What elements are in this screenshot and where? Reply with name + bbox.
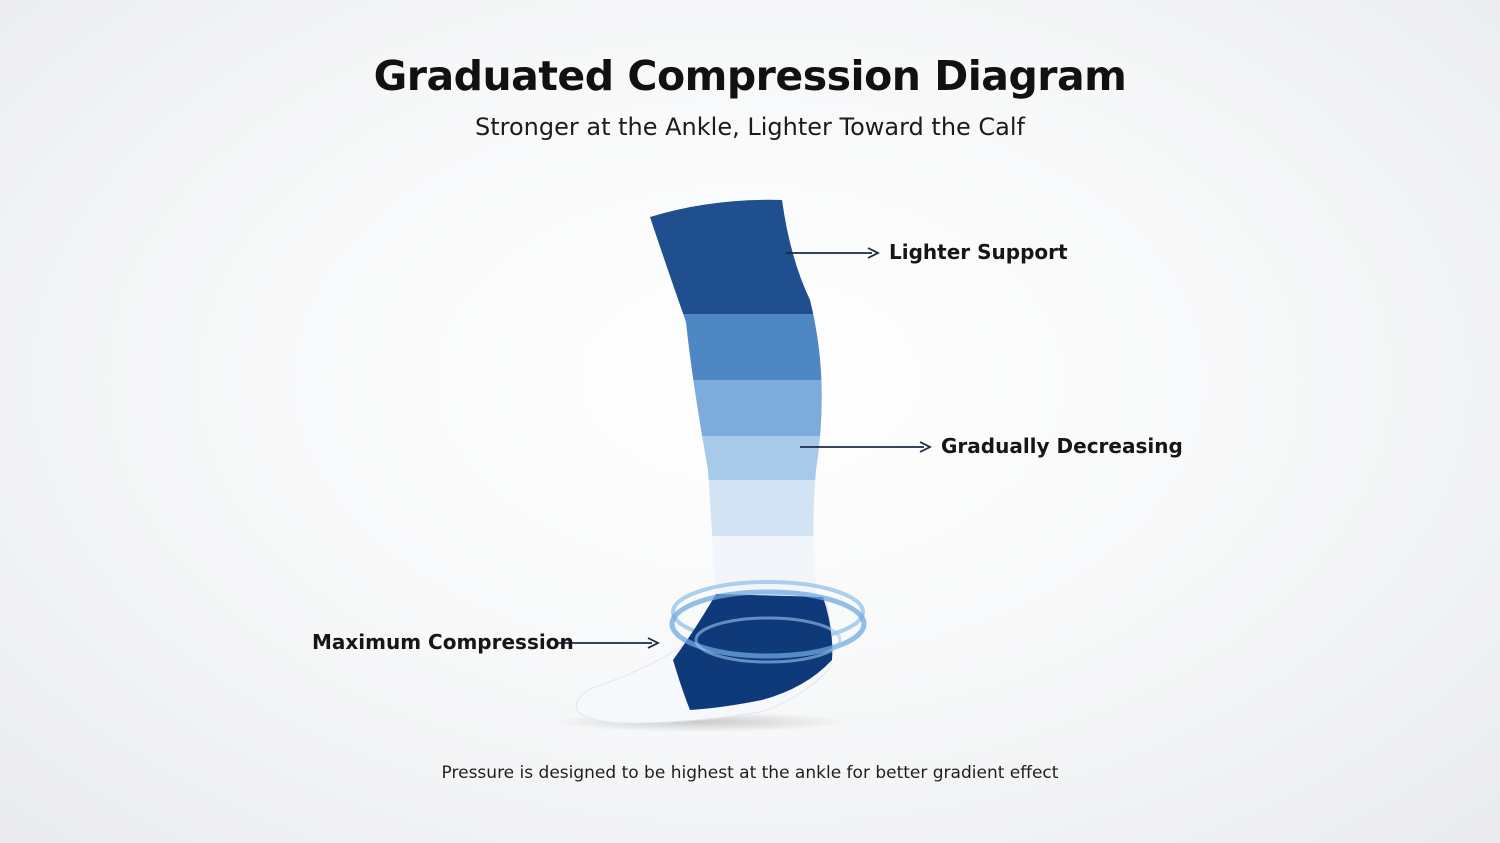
arrow-lighter-support [786, 247, 881, 259]
callout-gradually-decreasing: Gradually Decreasing [941, 434, 1183, 458]
callout-lighter-support: Lighter Support [889, 240, 1068, 264]
band-lighter-support [650, 199, 822, 314]
callout-maximum-compression: Maximum Compression [312, 630, 574, 654]
ankle-pressure-ring [669, 589, 867, 659]
diagram-subtitle: Stronger at the Ankle, Lighter Toward th… [474, 113, 1026, 141]
ankle-band [673, 594, 833, 710]
band-3 [650, 380, 822, 436]
arrow-maximum-compression [558, 637, 661, 649]
band-2 [650, 314, 822, 380]
ankle-pressure-ring-inner [694, 616, 842, 664]
band-4 [650, 436, 822, 480]
diagram-title: Graduated Compression Diagram [373, 52, 1127, 100]
footnote: Pressure is designed to be highest at th… [441, 763, 1059, 783]
arrow-gradually-decreasing [800, 441, 933, 453]
band-5 [650, 480, 822, 536]
